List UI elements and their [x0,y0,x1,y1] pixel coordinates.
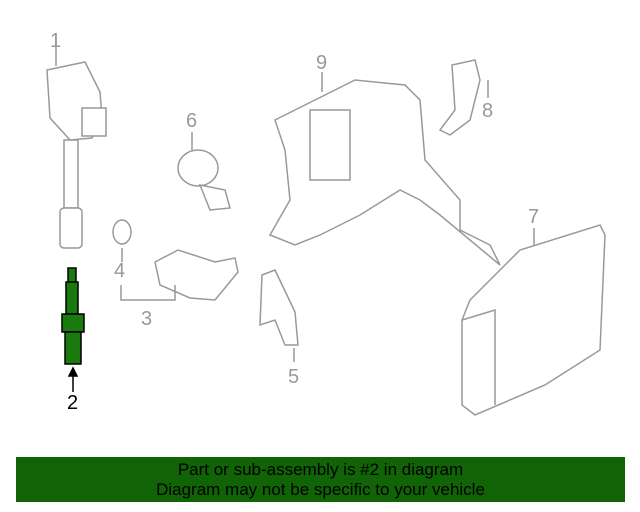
camshaft-sensor[interactable] [120,249,239,301]
callout-4: 4 [114,260,126,282]
bracket-clip[interactable] [438,59,489,136]
callout-9: 9 [316,52,328,74]
spark-plug[interactable] [61,267,85,392]
parts-diagram [46,38,606,416]
callout-2: 2 [67,392,79,414]
callout-1: 1 [50,30,62,52]
ecm[interactable] [461,224,606,416]
knock-sensor[interactable] [177,132,231,211]
ignition-coil[interactable] [46,38,107,249]
callout-6: 6 [186,110,198,132]
callout-5: 5 [288,366,300,388]
callout-8: 8 [482,100,494,122]
bracket[interactable] [268,72,501,266]
notice-line-2: Diagram may not be specific to your vehi… [156,480,485,499]
callout-3: 3 [141,308,153,330]
crankshaft-sensor[interactable] [259,269,299,362]
notice-line-1: Part or sub-assembly is #2 in diagram [177,460,464,479]
o-ring[interactable] [112,219,132,262]
diagram-notice-banner: Part or sub-assembly is #2 in diagram Di… [16,457,625,502]
callout-7: 7 [528,206,540,228]
